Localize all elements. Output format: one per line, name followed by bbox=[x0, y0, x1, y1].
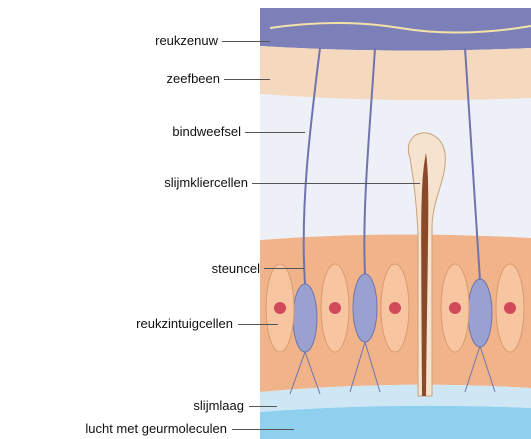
leader-mucus-layer bbox=[249, 406, 277, 407]
bone-layer bbox=[260, 46, 531, 100]
label-mucus-layer: slijmlaag bbox=[193, 398, 244, 414]
leader-olfactory-nerve bbox=[222, 41, 270, 42]
air-layer bbox=[260, 406, 531, 439]
label-olfactory-cells: reukzintuigcellen bbox=[136, 316, 233, 332]
leader-connective-tissue bbox=[245, 132, 305, 133]
label-ethmoid-bone: zeefbeen bbox=[167, 71, 221, 87]
label-supporting-cell: steuncel bbox=[212, 261, 260, 277]
olfactory-epithelium-illustration bbox=[250, 8, 531, 439]
nerve-layer bbox=[260, 8, 531, 51]
label-air-with-odor-molecules: lucht met geurmoleculen bbox=[85, 421, 227, 437]
connective-tissue-layer bbox=[260, 94, 531, 240]
leader-air-with-odor-molecules bbox=[232, 429, 294, 430]
label-mucus-gland-cells: slijmkliercellen bbox=[164, 175, 248, 191]
leader-olfactory-cells bbox=[238, 324, 278, 325]
leader-supporting-cell bbox=[264, 268, 304, 269]
label-connective-tissue: bindweefsel bbox=[172, 124, 241, 140]
leader-mucus-gland-cells bbox=[252, 183, 420, 184]
label-olfactory-nerve: reukzenuw bbox=[155, 33, 218, 49]
leader-ethmoid-bone bbox=[224, 79, 270, 80]
